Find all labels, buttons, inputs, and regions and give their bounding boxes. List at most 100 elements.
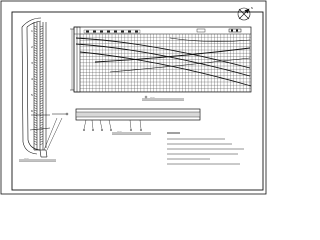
hatch-line bbox=[33, 52, 38, 54]
hatch-line bbox=[39, 30, 44, 33]
svg-text:1: 1 bbox=[31, 29, 33, 33]
hatch-line bbox=[39, 133, 44, 136]
hatch-line bbox=[39, 124, 44, 126]
hatch-line bbox=[39, 140, 44, 143]
hatch-line bbox=[33, 128, 38, 131]
svg-text:4: 4 bbox=[31, 77, 33, 81]
hatch-line bbox=[33, 136, 38, 138]
hatch-line bbox=[33, 100, 38, 102]
hatch-line bbox=[33, 32, 38, 35]
hatch-line bbox=[33, 56, 38, 59]
hatch-line bbox=[33, 68, 38, 71]
hatch-line bbox=[39, 44, 44, 47]
misc-marks bbox=[52, 112, 69, 116]
hatch-line bbox=[39, 68, 44, 71]
left-plan-title: —— bbox=[19, 157, 56, 162]
hatch-line bbox=[33, 40, 38, 42]
lower-section-ticks bbox=[77, 112, 199, 117]
hatch-line bbox=[39, 49, 44, 52]
hatch-line bbox=[39, 35, 44, 37]
hatch-line bbox=[39, 136, 44, 138]
hatch-line bbox=[39, 37, 44, 40]
left-plan-labels: 1 2 3 4 5 6 bbox=[31, 29, 33, 113]
hatch-line bbox=[39, 80, 44, 83]
hatch-line bbox=[33, 143, 38, 146]
hatch-line bbox=[39, 25, 44, 28]
hatch-line bbox=[39, 95, 44, 97]
hatch-line bbox=[39, 47, 44, 49]
hatch-line bbox=[33, 114, 38, 117]
hatch-line bbox=[33, 97, 38, 100]
hatch-line bbox=[33, 83, 38, 86]
hatch-line bbox=[33, 71, 38, 74]
hatch-line bbox=[33, 88, 38, 90]
hatch-line bbox=[33, 64, 38, 66]
hatch-line bbox=[39, 109, 44, 112]
left-road-plan bbox=[21, 17, 63, 158]
hatch-line bbox=[33, 109, 38, 112]
hatch-line bbox=[39, 85, 44, 88]
hatch-line bbox=[39, 73, 44, 76]
hatch-line bbox=[39, 90, 44, 93]
hatch-line bbox=[33, 76, 38, 78]
hatch-line bbox=[39, 56, 44, 59]
hatch-line bbox=[39, 88, 44, 90]
hatch-line bbox=[33, 54, 38, 57]
upper-road-curves bbox=[75, 37, 252, 87]
lower-section-title: —— bbox=[112, 130, 151, 135]
hatch-line bbox=[33, 133, 38, 136]
north-arrow-icon: N bbox=[237, 7, 253, 21]
hatch-line bbox=[33, 131, 38, 134]
hatch-line bbox=[39, 128, 44, 131]
hatch-line bbox=[33, 104, 38, 107]
upper-grid-title-tag: —— bbox=[150, 96, 155, 99]
north-arrow-label: N bbox=[251, 7, 253, 10]
hatch-line bbox=[33, 73, 38, 76]
upper-grid-header bbox=[83, 29, 141, 34]
hatch-line bbox=[39, 92, 44, 95]
hatch-line bbox=[39, 114, 44, 117]
hatch-line bbox=[33, 59, 38, 62]
hatch-line bbox=[33, 90, 38, 93]
notes-block bbox=[167, 132, 244, 165]
hatch-line bbox=[39, 138, 44, 141]
hatch-line bbox=[39, 64, 44, 66]
hatch-line bbox=[39, 54, 44, 57]
svg-text:3: 3 bbox=[31, 61, 33, 65]
hatch-line bbox=[39, 66, 44, 69]
left-plan-hatching bbox=[33, 25, 44, 146]
hatch-line bbox=[33, 42, 38, 45]
hatch-line bbox=[33, 107, 38, 110]
svg-text:5: 5 bbox=[31, 93, 33, 97]
hatch-line bbox=[39, 102, 44, 105]
upper-grid-marks bbox=[70, 28, 242, 91]
hatch-line bbox=[39, 100, 44, 102]
hatch-line bbox=[33, 28, 38, 30]
hatch-line bbox=[39, 42, 44, 45]
hatch-line bbox=[39, 71, 44, 73]
hatch-line bbox=[39, 52, 44, 54]
hatch-line bbox=[33, 37, 38, 40]
hatch-line bbox=[33, 80, 38, 83]
hatch-line bbox=[39, 107, 44, 109]
hatch-line bbox=[33, 78, 38, 81]
hatch-line bbox=[33, 124, 38, 126]
hatch-line bbox=[33, 30, 38, 33]
hatch-line bbox=[39, 112, 44, 114]
hatch-line bbox=[39, 97, 44, 100]
hatch-line bbox=[39, 104, 44, 107]
hatch-line bbox=[39, 119, 44, 121]
hatch-line bbox=[39, 131, 44, 133]
svg-text:2: 2 bbox=[31, 45, 33, 49]
hatch-line bbox=[33, 66, 38, 69]
hatch-line bbox=[39, 78, 44, 81]
svg-text:6: 6 bbox=[31, 109, 33, 113]
hatch-line bbox=[39, 126, 44, 129]
hatch-line bbox=[33, 35, 38, 38]
hatch-line bbox=[39, 121, 44, 124]
hatch-line bbox=[33, 44, 38, 47]
upper-grid bbox=[79, 33, 251, 92]
lower-section-leaders bbox=[82, 119, 142, 131]
upper-grid-title: —— bbox=[142, 95, 184, 101]
hatch-line bbox=[39, 83, 44, 85]
